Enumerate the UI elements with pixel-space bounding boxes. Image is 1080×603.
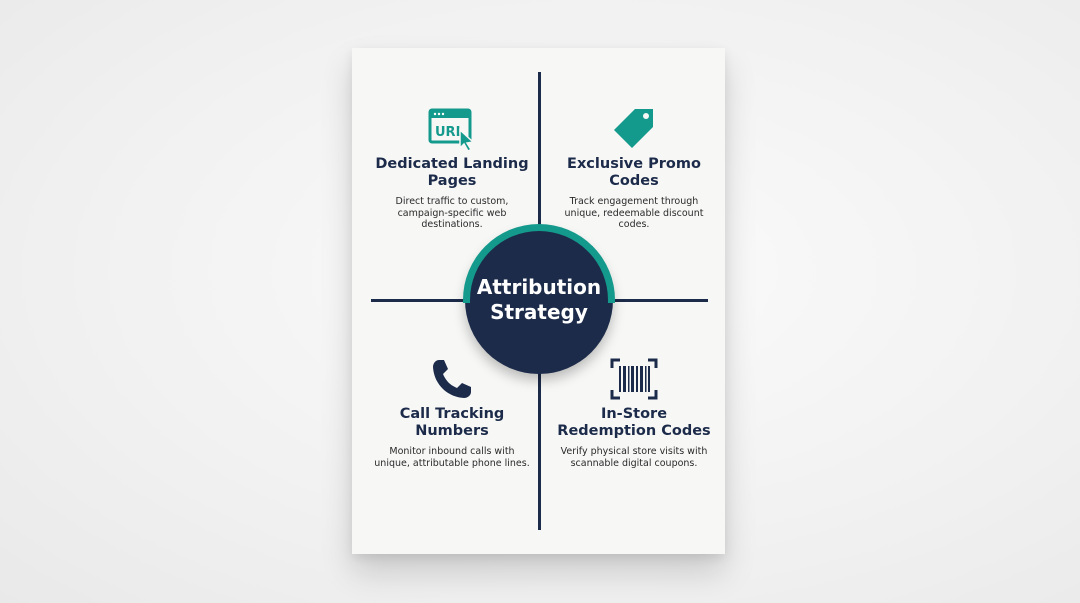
quadrant-redemption-codes: In-Store Redemption Codes Verify physica… <box>554 356 714 469</box>
quadrant-landing-pages: URL Dedicated Landing Pages Direct traff… <box>372 106 532 231</box>
quadrant-call-tracking: Call Tracking Numbers Monitor inbound ca… <box>372 356 532 469</box>
quadrant-title: In-Store Redemption Codes <box>557 406 711 439</box>
barcode-scan-icon <box>610 358 658 400</box>
url-icon-text: URL <box>435 125 464 140</box>
infographic-card: URL Dedicated Landing Pages Direct traff… <box>352 48 725 554</box>
quadrant-description: Track engagement through unique, redeema… <box>564 196 704 230</box>
price-tag-icon <box>614 109 653 148</box>
center-title-line-2: Strategy <box>490 300 588 324</box>
quadrant-title: Dedicated Landing Pages <box>375 156 529 189</box>
center-hub-label: Attribution Strategy <box>465 226 613 374</box>
quadrant-description: Direct traffic to custom, campaign-speci… <box>395 196 509 230</box>
center-title-line-1: Attribution <box>476 275 602 299</box>
phone-icon <box>433 360 471 398</box>
quadrant-promo-codes: Exclusive Promo Codes Track engagement t… <box>554 106 714 231</box>
url-browser-icon: URL <box>428 108 475 152</box>
quadrant-title: Exclusive Promo Codes <box>567 156 701 189</box>
quadrant-title: Call Tracking Numbers <box>399 406 505 439</box>
quadrant-description: Monitor inbound calls with unique, attri… <box>374 446 530 469</box>
quadrant-description: Verify physical store visits with scanna… <box>560 446 708 469</box>
